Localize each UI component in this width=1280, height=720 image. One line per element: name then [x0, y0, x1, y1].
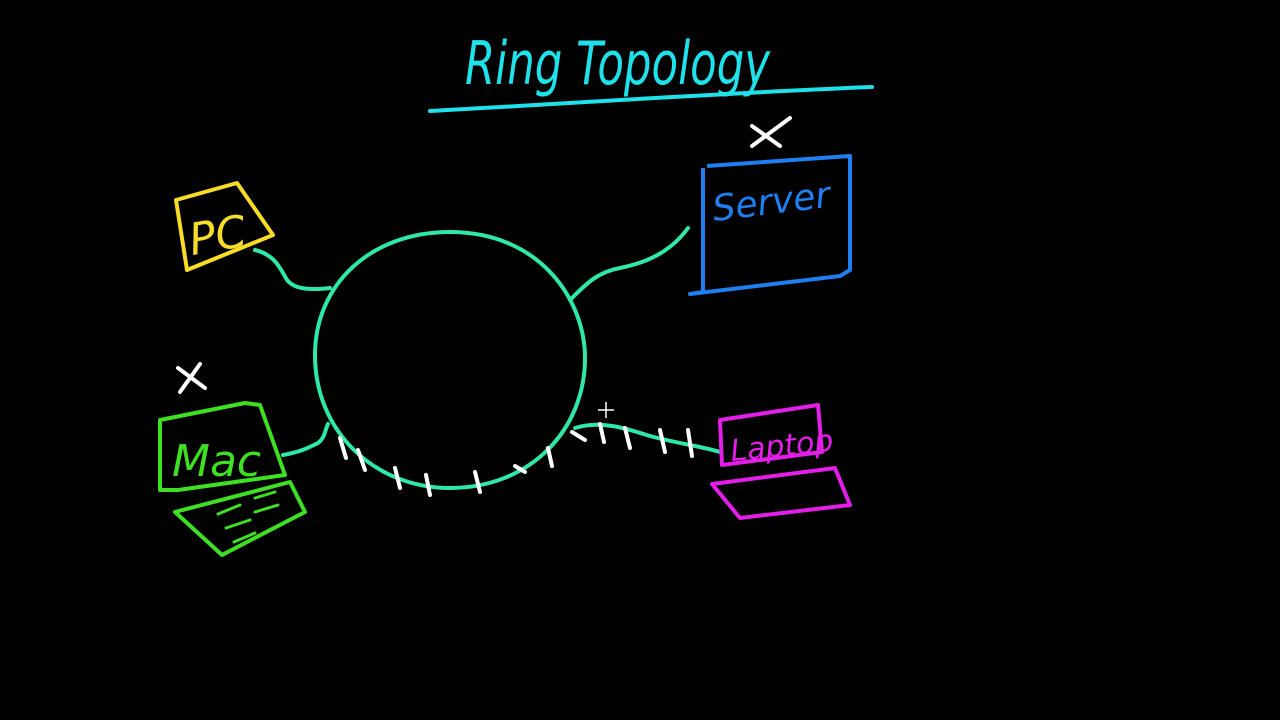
ring-circle: [312, 229, 588, 491]
mac-link: [281, 422, 330, 457]
mac-keys: [216, 490, 280, 544]
laptop-link: [573, 422, 722, 454]
hash-mark: [356, 448, 367, 472]
laptop-base: [710, 466, 852, 520]
laptop-screen: [718, 403, 824, 467]
hash-mark: [570, 430, 587, 442]
hash-mark: [393, 466, 402, 490]
pc-label: PC: [185, 206, 251, 266]
diagram-title: Ring Topology: [465, 29, 771, 99]
title-group: Ring Topology: [428, 29, 874, 113]
hash-mark: [686, 428, 694, 458]
hash-mark: [424, 473, 432, 497]
node-pc: PC: [174, 181, 275, 272]
hash-mark: [546, 446, 554, 468]
connections: [253, 226, 722, 457]
cursor-crosshair-icon: [598, 402, 614, 418]
mac-failed-x-icon: [176, 362, 207, 394]
ring: [312, 229, 588, 491]
mac-keyboard: [173, 480, 307, 557]
mac-label: Mac: [172, 436, 261, 487]
node-mac: Mac: [158, 362, 307, 557]
hash-mark: [513, 464, 527, 474]
node-server: Server: [688, 116, 852, 296]
mac-screen: [158, 401, 287, 492]
server-failed-x-icon: [750, 116, 792, 148]
hash-mark: [473, 470, 482, 494]
hash-mark: [623, 426, 632, 450]
server-box: [688, 154, 852, 296]
hash-mark: [598, 422, 606, 444]
pc-box: [174, 181, 275, 272]
title-underline: [428, 85, 874, 113]
signal-hash-marks: [338, 422, 694, 497]
hash-mark: [658, 428, 667, 454]
server-link: [568, 226, 690, 302]
hash-mark: [338, 436, 348, 460]
pc-link: [253, 248, 332, 291]
